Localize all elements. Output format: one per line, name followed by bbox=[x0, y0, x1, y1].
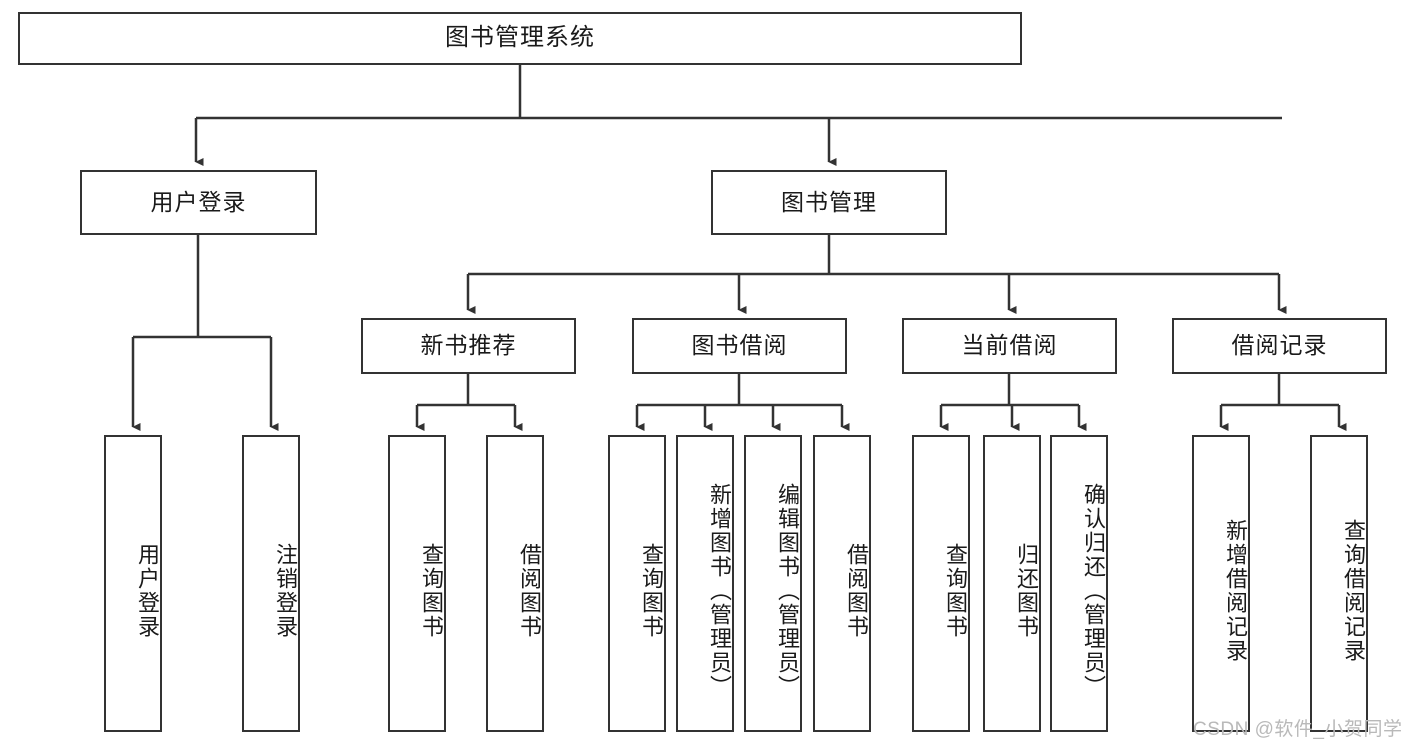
node-borrow-record[interactable]: 借阅记录 bbox=[1172, 318, 1387, 374]
node-leaf-add-book-admin-label: 新增图书（管理员） bbox=[707, 482, 732, 699]
node-book-borrow-label: 图书借阅 bbox=[691, 332, 788, 359]
node-leaf-query-book-3-label: 查询图书 bbox=[943, 542, 968, 639]
node-book-borrow[interactable]: 图书借阅 bbox=[632, 318, 847, 374]
node-leaf-query-borrow-record[interactable]: 查询借阅记录 bbox=[1310, 435, 1368, 732]
node-new-book-recommend[interactable]: 新书推荐 bbox=[361, 318, 576, 374]
node-user-login-label: 用户登录 bbox=[150, 188, 247, 215]
node-leaf-add-book-admin[interactable]: 新增图书（管理员） bbox=[676, 435, 734, 732]
node-leaf-query-book-1-label: 查询图书 bbox=[419, 542, 444, 639]
node-leaf-query-book-2-label: 查询图书 bbox=[639, 542, 664, 639]
node-leaf-user-login[interactable]: 用户登录 bbox=[104, 435, 162, 732]
node-leaf-query-borrow-record-label: 查询借阅记录 bbox=[1341, 518, 1366, 663]
node-leaf-borrow-book-1-label: 借阅图书 bbox=[517, 542, 542, 639]
node-root[interactable]: 图书管理系统 bbox=[18, 12, 1022, 65]
node-book-manage-label: 图书管理 bbox=[781, 188, 877, 215]
node-leaf-add-borrow-record[interactable]: 新增借阅记录 bbox=[1192, 435, 1250, 732]
node-leaf-return-book[interactable]: 归还图书 bbox=[983, 435, 1041, 732]
node-leaf-borrow-book-1[interactable]: 借阅图书 bbox=[486, 435, 544, 732]
node-current-borrow-label: 当前借阅 bbox=[961, 332, 1058, 359]
node-leaf-confirm-return-admin[interactable]: 确认归还（管理员） bbox=[1050, 435, 1108, 732]
node-leaf-edit-book-admin-label: 编辑图书（管理员） bbox=[775, 482, 800, 699]
node-new-book-recommend-label: 新书推荐 bbox=[420, 332, 517, 359]
node-leaf-confirm-return-admin-label: 确认归还（管理员） bbox=[1081, 482, 1106, 699]
node-leaf-logout-login[interactable]: 注销登录 bbox=[242, 435, 300, 732]
watermark: CSDN @软件_小贺同学 bbox=[1193, 719, 1403, 740]
node-user-login[interactable]: 用户登录 bbox=[80, 170, 317, 235]
node-leaf-add-borrow-record-label: 新增借阅记录 bbox=[1223, 518, 1248, 663]
node-root-label: 图书管理系统 bbox=[445, 24, 595, 52]
node-book-manage[interactable]: 图书管理 bbox=[711, 170, 947, 235]
node-current-borrow[interactable]: 当前借阅 bbox=[902, 318, 1117, 374]
node-leaf-query-book-2[interactable]: 查询图书 bbox=[608, 435, 666, 732]
node-borrow-record-label: 借阅记录 bbox=[1231, 332, 1328, 359]
node-leaf-logout-login-label: 注销登录 bbox=[273, 542, 298, 639]
node-leaf-borrow-book-2-label: 借阅图书 bbox=[844, 542, 869, 639]
node-leaf-return-book-label: 归还图书 bbox=[1014, 542, 1039, 639]
node-leaf-edit-book-admin[interactable]: 编辑图书（管理员） bbox=[744, 435, 802, 732]
node-leaf-borrow-book-2[interactable]: 借阅图书 bbox=[813, 435, 871, 732]
node-leaf-user-login-label: 用户登录 bbox=[135, 542, 160, 639]
node-leaf-query-book-3[interactable]: 查询图书 bbox=[912, 435, 970, 732]
node-leaf-query-book-1[interactable]: 查询图书 bbox=[388, 435, 446, 732]
